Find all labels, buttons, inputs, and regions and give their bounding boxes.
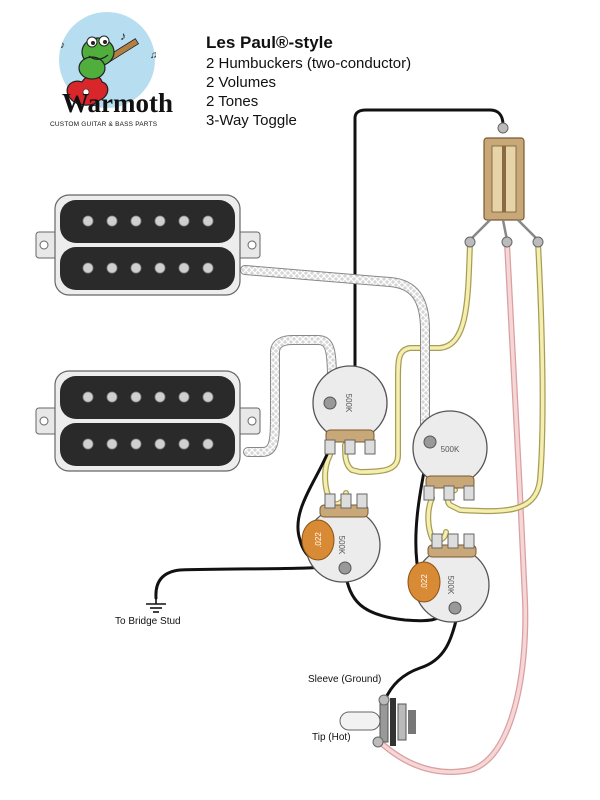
tip-label: Tip (Hot) xyxy=(312,732,351,743)
music-note-icon: ♪ xyxy=(120,29,126,43)
output-jack xyxy=(339,694,416,748)
capacitor-value-label: .022 xyxy=(314,532,323,548)
header: Les Paul®-style 2 Humbuckers (two-conduc… xyxy=(206,33,411,129)
bridge-stud-label: To Bridge Stud xyxy=(115,616,181,627)
tone-capacitor: .022 xyxy=(407,561,441,603)
logo-frog-icon xyxy=(78,35,115,80)
sleeve-label: Sleeve (Ground) xyxy=(308,674,381,685)
spec-line: 2 Humbuckers (two-conductor) xyxy=(206,55,411,72)
diagram-title: Les Paul®-style xyxy=(206,33,333,52)
bridge-volume-pot: 500K xyxy=(412,410,488,501)
neck-tone-pot: 500K .022 xyxy=(301,493,381,583)
bridge-tone-pot: 500K .022 xyxy=(407,533,490,623)
neck-humbucker-pickup xyxy=(35,194,261,296)
music-note-icon: ♪ xyxy=(60,40,65,51)
capacitor-value-label: .022 xyxy=(420,574,429,590)
ground-symbol-icon xyxy=(146,598,166,613)
spec-line: 2 Volumes xyxy=(206,74,276,91)
pot-value-label: 500K xyxy=(344,394,353,413)
pot-value-label: 500K xyxy=(441,445,460,454)
three-way-toggle-switch xyxy=(464,122,544,248)
bridge-humbucker-pickup xyxy=(35,370,261,472)
spec-line: 3-Way Toggle xyxy=(206,112,297,129)
warmoth-logo: ♪ ♫ ♪ Warmoth CUSTOM GUITAR & BASS PARTS xyxy=(50,12,173,128)
tone-capacitor: .022 xyxy=(301,519,335,561)
tip-wire xyxy=(378,241,528,774)
shielded-cables xyxy=(240,265,430,457)
spec-line: 2 Tones xyxy=(206,93,258,110)
neck-volume-pot: 500K xyxy=(312,365,388,455)
pot-value-label: 500K xyxy=(337,536,346,555)
brand-tagline: CUSTOM GUITAR & BASS PARTS xyxy=(50,121,158,128)
brand-name: Warmoth xyxy=(62,88,173,118)
music-note-icon: ♫ xyxy=(150,50,158,61)
pot-value-label: 500K xyxy=(446,576,455,595)
